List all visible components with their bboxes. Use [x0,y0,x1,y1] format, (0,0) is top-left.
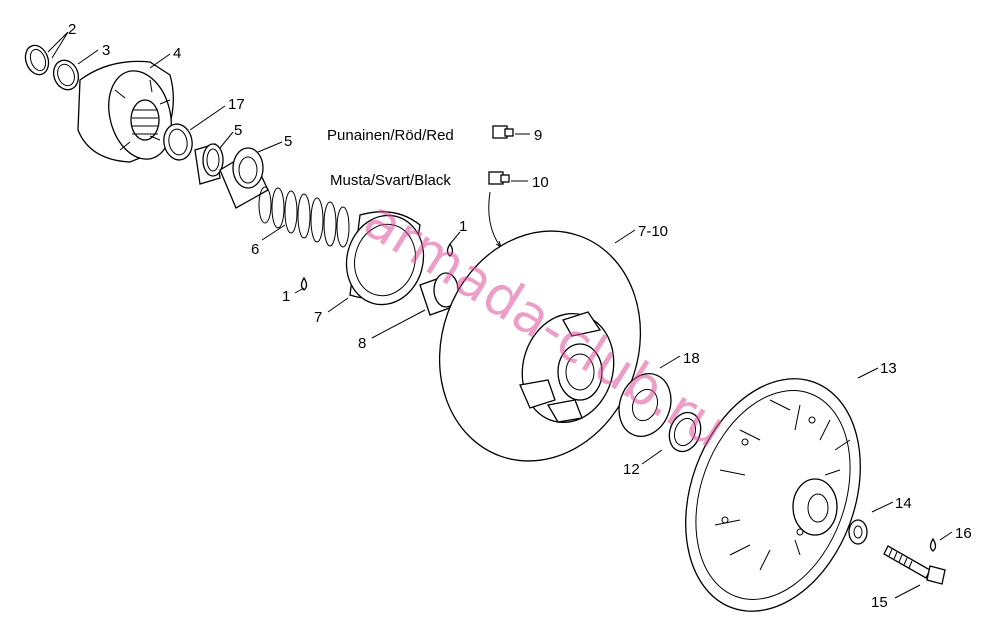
callout-15: 15 [871,594,888,611]
callout-7-10: 7-10 [638,223,668,240]
callout-8: 8 [358,335,366,352]
callout-6: 6 [251,241,259,258]
part-5-bushing-small [194,143,224,185]
part-7-10-movable-sheave [438,230,642,462]
part-2-retaining-clip [24,44,50,76]
part-8-sleeve [419,272,459,316]
grease-drop-icon [446,242,454,257]
color-note-black: Musta/Svart/Black [330,172,451,189]
callout-16: 16 [955,525,972,542]
part-15-bolt [883,545,946,585]
callout-5a: 5 [234,122,242,139]
callout-1b: 1 [282,288,290,305]
callout-12: 12 [623,461,640,478]
part-14-washer [848,519,868,545]
callout-4: 4 [173,45,181,62]
callout-13: 13 [880,360,897,377]
part-17-washer [163,123,193,161]
callout-18: 18 [683,350,700,367]
part-3-ring [52,59,80,91]
part-6-spring [258,186,350,248]
leader-lines [47,31,953,599]
grease-drop-icon [929,537,937,552]
callout-14: 14 [895,495,912,512]
part-12-shim [668,411,702,453]
callout-5b: 5 [284,133,292,150]
part-4-spider-housing [77,60,174,163]
callout-9: 9 [534,127,542,144]
callout-7: 7 [314,309,322,326]
part-7-cup [345,211,425,306]
callout-1a: 1 [459,218,467,235]
callout-10: 10 [532,174,549,191]
part-13-fixed-sheave [685,378,861,612]
grease-drop-icon [300,276,308,291]
callout-2: 2 [68,21,76,38]
arrow-leader [488,191,501,247]
part-9-button-red [492,125,514,139]
callout-3: 3 [102,42,110,59]
color-note-red: Punainen/Röd/Red [327,127,454,144]
part-5-bushing-large [219,147,269,209]
part-10-button-black [488,171,510,185]
part-18-thrust-washer [618,373,672,437]
callout-17: 17 [228,96,245,113]
